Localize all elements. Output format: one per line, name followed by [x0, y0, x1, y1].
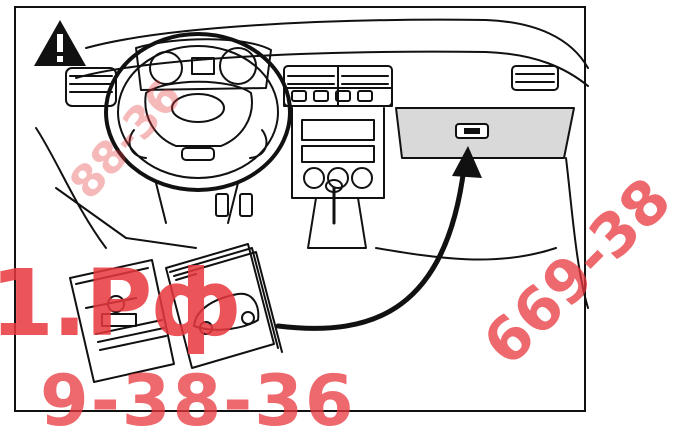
storage-arrow [275, 165, 467, 331]
warning-triangle-icon [34, 20, 86, 66]
owner-manual-booklet-right [165, 243, 283, 369]
steering-wheel-rim [104, 32, 292, 192]
left-air-vent [65, 67, 117, 107]
dashboard-top-edge [85, 18, 589, 69]
owner-manual-booklet-left [69, 259, 175, 383]
center-console [291, 107, 385, 199]
gear-shift [307, 197, 367, 249]
steering-wheel-hub [144, 80, 253, 147]
arrow-head [452, 146, 482, 178]
right-air-vent [511, 65, 559, 91]
diagram-frame [14, 6, 589, 412]
car-illustration [193, 292, 260, 331]
dashboard-illustration [34, 18, 589, 383]
pedal [215, 193, 229, 217]
